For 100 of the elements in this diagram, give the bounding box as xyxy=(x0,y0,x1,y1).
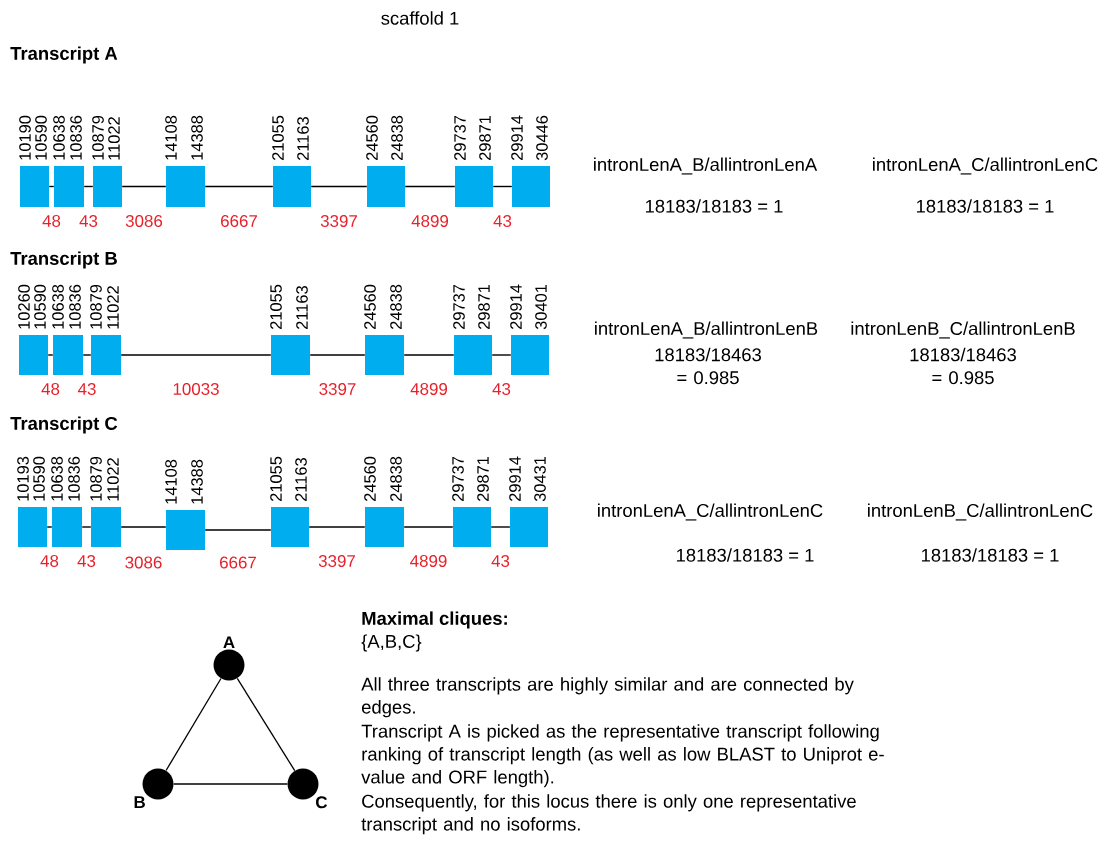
coordinate-label: 29737 xyxy=(454,115,466,160)
paragraph: Consequently, for this locus there is only one representative transcript and no isoforms. xyxy=(361,794,856,835)
ratio-label: intronLenA_B/allintronLenA xyxy=(594,157,818,175)
paragraph: All three transcripts are highly similar and are connected by edges. xyxy=(361,677,854,718)
intron-length: 4899 xyxy=(410,555,447,567)
coordinate-label: 29871 xyxy=(477,456,489,501)
transcript-heading: Transcript A xyxy=(10,46,118,64)
intron-length: 6667 xyxy=(221,215,257,227)
intron-line xyxy=(491,354,512,356)
coordinate-label: 10638 xyxy=(53,115,65,160)
graph-edge xyxy=(173,783,288,785)
transcript-heading: Transcript C xyxy=(10,416,118,434)
ratio-label: 18183/18463 = 0.985 xyxy=(655,347,761,385)
coordinate-label: 29914 xyxy=(511,115,523,160)
exon-box xyxy=(455,166,493,207)
intron-length: 10033 xyxy=(173,383,219,395)
intron-line xyxy=(83,185,94,188)
ratio-label: intronLenB_C/allintronLenC xyxy=(868,503,1093,521)
intron-length: 43 xyxy=(492,383,511,395)
coordinate-label: 21055 xyxy=(272,115,284,160)
ratio-label: intronLenA_C/allintronLenC xyxy=(598,503,823,521)
exon-box xyxy=(53,335,83,375)
intron-line xyxy=(204,185,274,188)
intron-length: 4899 xyxy=(411,215,449,227)
intron-line xyxy=(403,526,454,528)
exon-box xyxy=(93,166,122,207)
coordinate-label: 29871 xyxy=(479,115,491,160)
coordinate-label: 24560 xyxy=(366,115,378,160)
scaffold-title: scaffold 1 xyxy=(381,11,459,25)
intron-length: 43 xyxy=(491,555,510,567)
intron-length: 3086 xyxy=(125,215,163,227)
coordinate-label: 10879 xyxy=(90,456,102,501)
coordinate-label: 29737 xyxy=(453,284,465,329)
exon-box xyxy=(365,335,404,375)
coordinate-label: 30446 xyxy=(536,115,548,161)
exon-box xyxy=(18,507,47,547)
coordinate-label: 10638 xyxy=(52,284,64,329)
exon-box xyxy=(271,507,309,547)
coordinate-label: 10190 xyxy=(19,115,31,160)
coordinate-label: 21163 xyxy=(297,117,309,160)
graph-edge xyxy=(236,677,296,772)
intron-length: 48 xyxy=(42,215,61,227)
graph-edge xyxy=(165,677,222,772)
coordinate-label: 29737 xyxy=(452,456,464,501)
exon-box xyxy=(271,335,310,375)
intron-line xyxy=(120,526,167,528)
ratio-label: 18183/18183 = 1 xyxy=(676,548,814,562)
intron-length: 43 xyxy=(77,555,96,567)
exon-box xyxy=(273,166,311,207)
ratio-label: intronLenA_C/allintronLenC xyxy=(873,157,1098,175)
intron-length: 43 xyxy=(78,383,96,395)
coordinate-label: 21055 xyxy=(270,284,282,329)
exon-box xyxy=(52,507,82,547)
coordinate-label: 10590 xyxy=(34,284,46,329)
coordinate-label: 10836 xyxy=(70,115,82,160)
intron-line xyxy=(120,354,272,356)
node-label: A xyxy=(223,636,235,649)
exon-box xyxy=(166,166,205,207)
coordinate-label: 21163 xyxy=(296,286,308,329)
ratio-label: 18183/18183 = 1 xyxy=(916,199,1054,213)
coordinate-label: 24560 xyxy=(364,284,376,329)
coordinate-label: 11022 xyxy=(107,458,119,501)
coordinate-label: 29871 xyxy=(478,284,490,329)
intron-length: 43 xyxy=(493,215,512,227)
intron-line xyxy=(82,354,92,356)
intron-length: 3086 xyxy=(125,556,162,569)
intron-line xyxy=(403,354,455,356)
transcript-heading: Transcript B xyxy=(10,251,117,269)
node-label: B xyxy=(134,796,145,808)
intron-line xyxy=(490,526,511,528)
intron-line xyxy=(48,185,55,188)
coordinate-label: 21163 xyxy=(295,458,307,501)
ratio-label: 18183/18183 = 1 xyxy=(645,199,783,213)
exon-box xyxy=(91,507,121,547)
ratio-label: intronLenB_C/allintronLenB xyxy=(851,321,1075,339)
exon-box xyxy=(453,507,491,547)
ratio-label: intronLenA_B/allintronLenB xyxy=(595,321,818,339)
paragraph: Transcript A is picked as the representative transcript following ranking of transcript length (as well as low BLAST to Uniprot e-value and ORF length). xyxy=(361,724,884,788)
coordinate-label: 11022 xyxy=(107,286,119,329)
intron-line xyxy=(121,185,167,188)
intron-length: 4899 xyxy=(410,383,448,395)
coordinate-label: 24838 xyxy=(390,456,402,501)
coordinate-label: 10193 xyxy=(17,456,29,501)
coordinate-label: 24838 xyxy=(390,284,402,329)
coordinate-label: 29914 xyxy=(509,456,521,501)
coordinate-label: 10879 xyxy=(92,115,104,160)
exon-box xyxy=(510,507,548,547)
intron-line xyxy=(404,185,456,188)
coordinate-label: 10836 xyxy=(68,456,80,501)
coordinate-label: 14108 xyxy=(165,115,177,160)
exon-box xyxy=(454,335,492,375)
coordinate-label: 29914 xyxy=(510,284,522,329)
coordinate-label: 10260 xyxy=(18,284,30,329)
ratio-label: 18183/18183 = 1 xyxy=(921,548,1059,562)
intron-line xyxy=(308,526,366,528)
intron-length: 43 xyxy=(79,215,98,227)
intron-length: 48 xyxy=(40,555,59,567)
coordinate-label: 24838 xyxy=(391,115,403,160)
exon-box xyxy=(367,166,405,207)
intron-length: 3397 xyxy=(320,215,357,227)
